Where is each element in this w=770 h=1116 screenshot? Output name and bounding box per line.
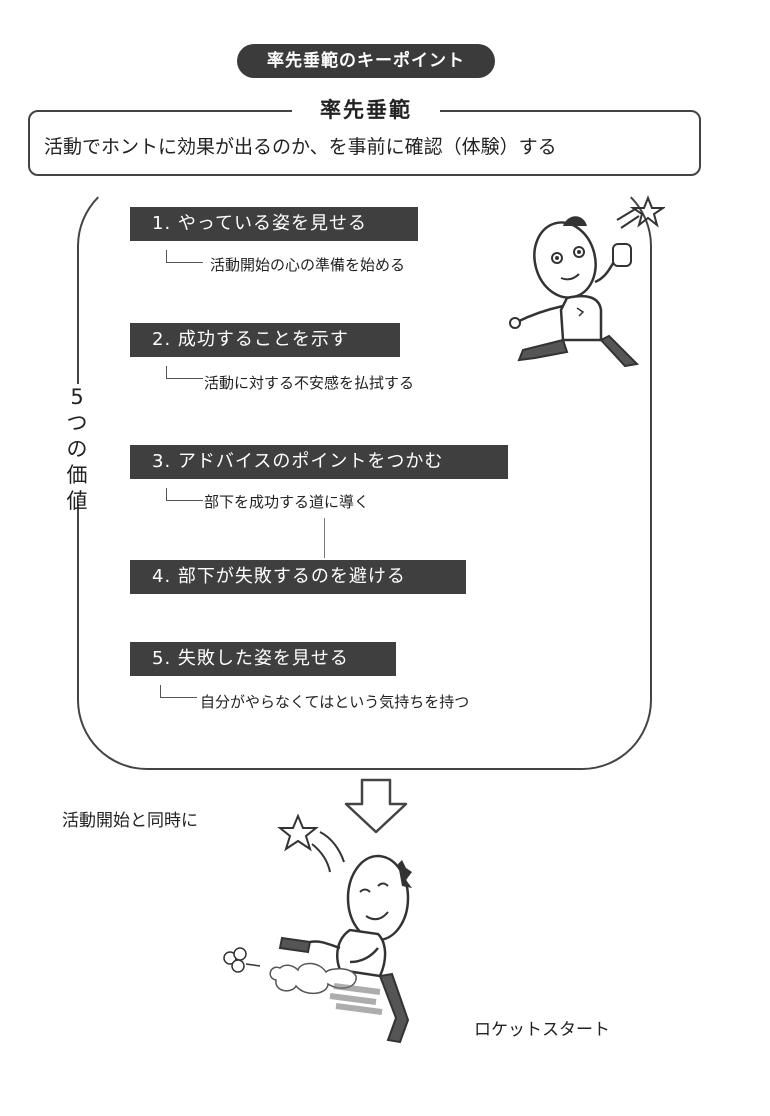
- item-1-bar: 1. やっている姿を見せる: [130, 207, 418, 241]
- definition-text: 活動でホントに効果が出るのか、を事前に確認（体験）する: [44, 136, 557, 158]
- item-3-connector: [166, 488, 203, 501]
- item-3-sub: 部下を成功する道に導く: [204, 493, 370, 511]
- item-2-bar: 2. 成功することを示す: [130, 323, 400, 357]
- definition-label: 率先垂範: [292, 94, 440, 126]
- item-3-4-link: [324, 518, 325, 558]
- bottom-right-caption: ロケットスタート: [474, 1020, 610, 1040]
- item-3-bar: 3. アドバイスのポイントをつかむ: [130, 445, 508, 479]
- bottom-left-caption: 活動開始と同時に: [62, 811, 198, 831]
- item-2-connector: [166, 366, 203, 379]
- item-4-bar: 4. 部下が失敗するのを避ける: [130, 560, 466, 594]
- running-character-illustration: [223, 813, 412, 1044]
- item-1-connector: [166, 250, 203, 263]
- down-arrow-icon: [344, 778, 408, 834]
- five-values-label: 5 つ の 価 値: [60, 384, 94, 513]
- page-title: 率先垂範のキーポイント: [237, 44, 495, 78]
- item-2-sub: 活動に対する不安感を払拭する: [204, 374, 415, 392]
- item-5-connector: [160, 685, 197, 698]
- pitching-character-illustration: [509, 195, 665, 368]
- item-1-sub: 活動開始の心の準備を始める: [210, 256, 406, 274]
- item-5-bar: 5. 失敗した姿を見せる: [130, 642, 396, 676]
- item-5-sub: 自分がやらなくてはという気持ちを持つ: [200, 693, 470, 711]
